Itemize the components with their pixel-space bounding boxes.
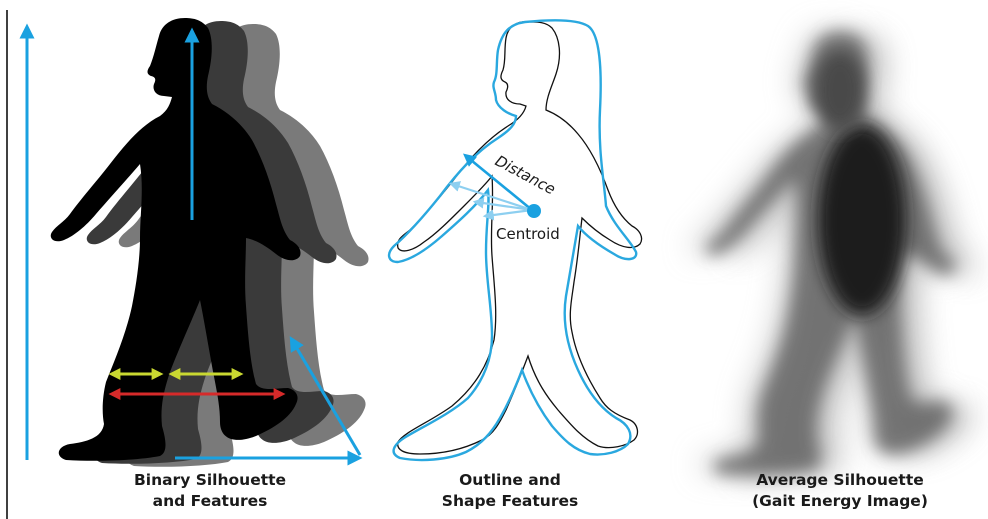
caption-binary-silhouette: Binary Silhouette and Features	[90, 470, 330, 512]
caption-3-line-1: Average Silhouette	[705, 470, 975, 491]
binary-silhouette-panel	[7, 10, 369, 519]
gei-core	[818, 125, 906, 315]
outline-panel: Distance Centroid	[389, 20, 642, 460]
caption-average-silhouette: Average Silhouette (Gait Energy Image)	[705, 470, 975, 512]
centroid-dot	[527, 204, 541, 218]
caption-1-line-2: and Features	[90, 491, 330, 512]
gei-head	[814, 50, 866, 130]
caption-3-line-2: (Gait Energy Image)	[705, 491, 975, 512]
distance-arrow-4	[486, 210, 532, 216]
caption-2-line-1: Outline and	[400, 470, 620, 491]
distance-label: Distance	[492, 152, 558, 199]
caption-outline-shape: Outline and Shape Features	[400, 470, 620, 512]
centroid-label: Centroid	[496, 225, 560, 243]
caption-2-line-2: Shape Features	[400, 491, 620, 512]
caption-1-line-1: Binary Silhouette	[90, 470, 330, 491]
gait-energy-panel	[693, 30, 977, 477]
